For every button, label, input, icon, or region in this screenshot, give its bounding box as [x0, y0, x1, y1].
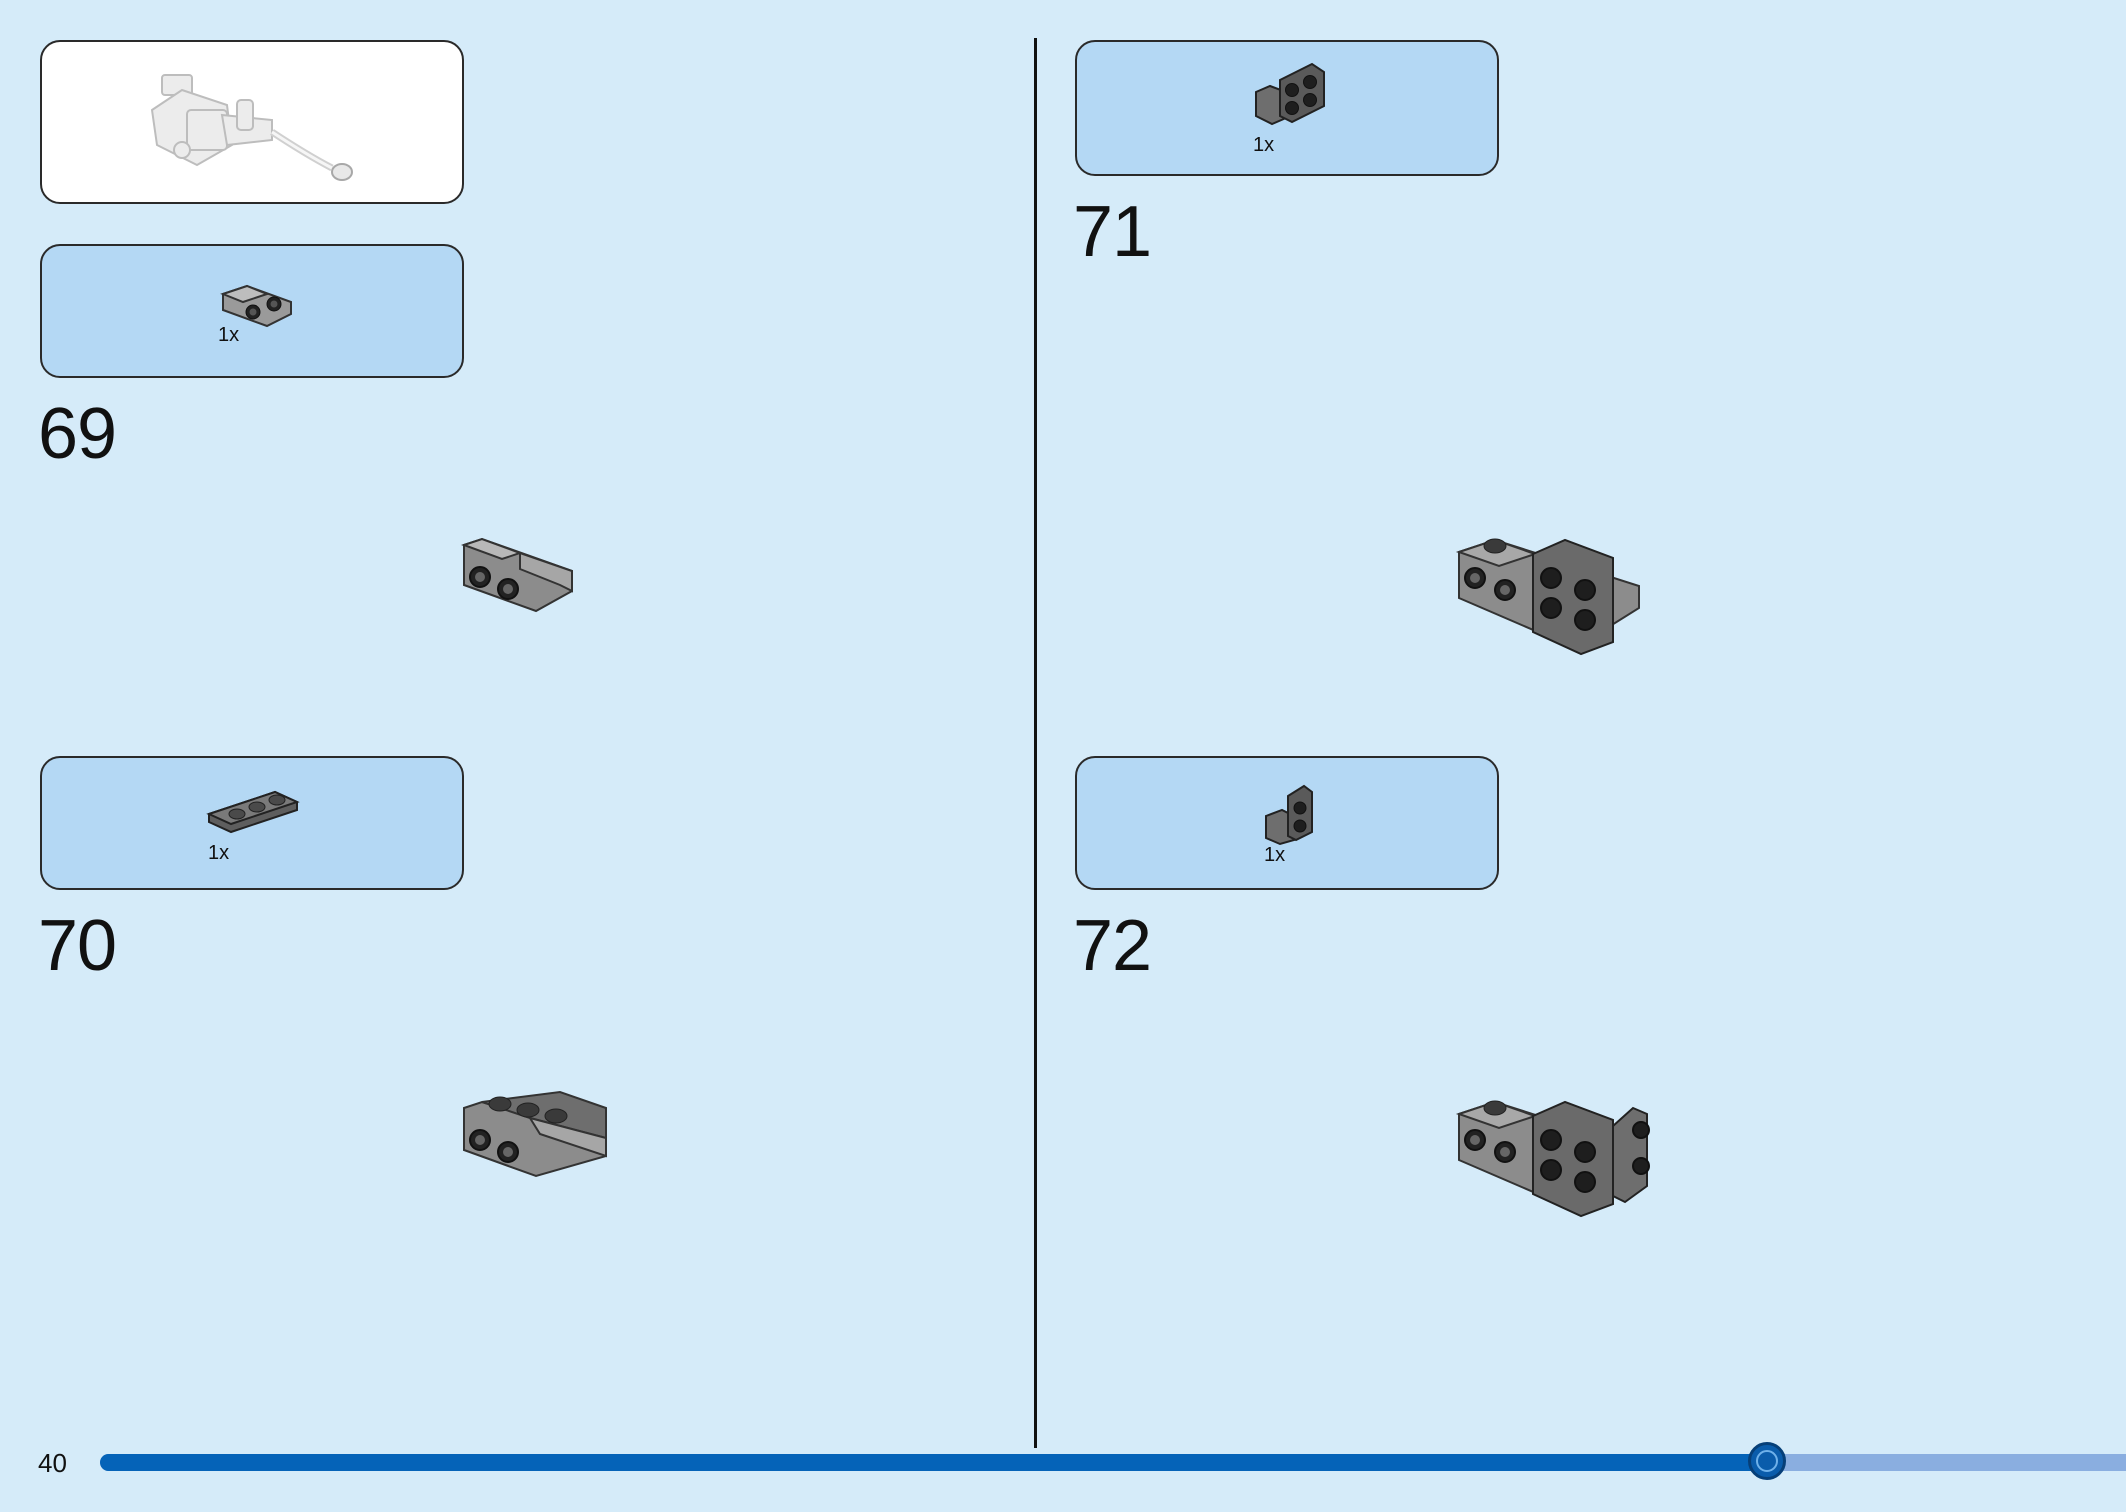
- step-number: 69: [38, 394, 117, 474]
- page-divider: [1034, 38, 1037, 1448]
- step-69-build-icon: [460, 537, 573, 613]
- progress-bar-fill: [100, 1454, 1767, 1471]
- white-hose-assembly-icon: [150, 74, 353, 181]
- step-number: 71: [1073, 192, 1152, 272]
- bracket-light-gray-icon: [220, 284, 292, 328]
- progress-knob: [1748, 1442, 1786, 1480]
- part-quantity: 1x: [218, 324, 240, 346]
- part-quantity: 1x: [1253, 134, 1275, 156]
- step-number: 70: [38, 906, 117, 986]
- parts-list-box-step-70: 1x: [40, 756, 464, 890]
- progress-bar: [100, 1442, 2126, 1480]
- part-quantity: 1x: [1264, 844, 1286, 866]
- step-number: 72: [1073, 906, 1152, 986]
- step-72-build-icon: [1455, 1100, 1650, 1218]
- page-number: 40: [38, 1448, 67, 1478]
- step-71-build-icon: [1455, 538, 1640, 656]
- step-70-build-icon: [463, 1090, 607, 1178]
- parts-list-box-step-71: 1x: [1075, 40, 1499, 176]
- bracket-dark-gray-icon: [1255, 62, 1325, 126]
- parts-list-box-step-72: 1x: [1075, 756, 1499, 890]
- bracket-1x1-dark-gray-icon: [1265, 784, 1313, 846]
- plate-dark-gray-icon: [206, 790, 300, 834]
- submodel-preview-box: [40, 40, 464, 204]
- parts-list-box-step-69: 1x: [40, 244, 464, 378]
- part-quantity: 1x: [208, 842, 230, 864]
